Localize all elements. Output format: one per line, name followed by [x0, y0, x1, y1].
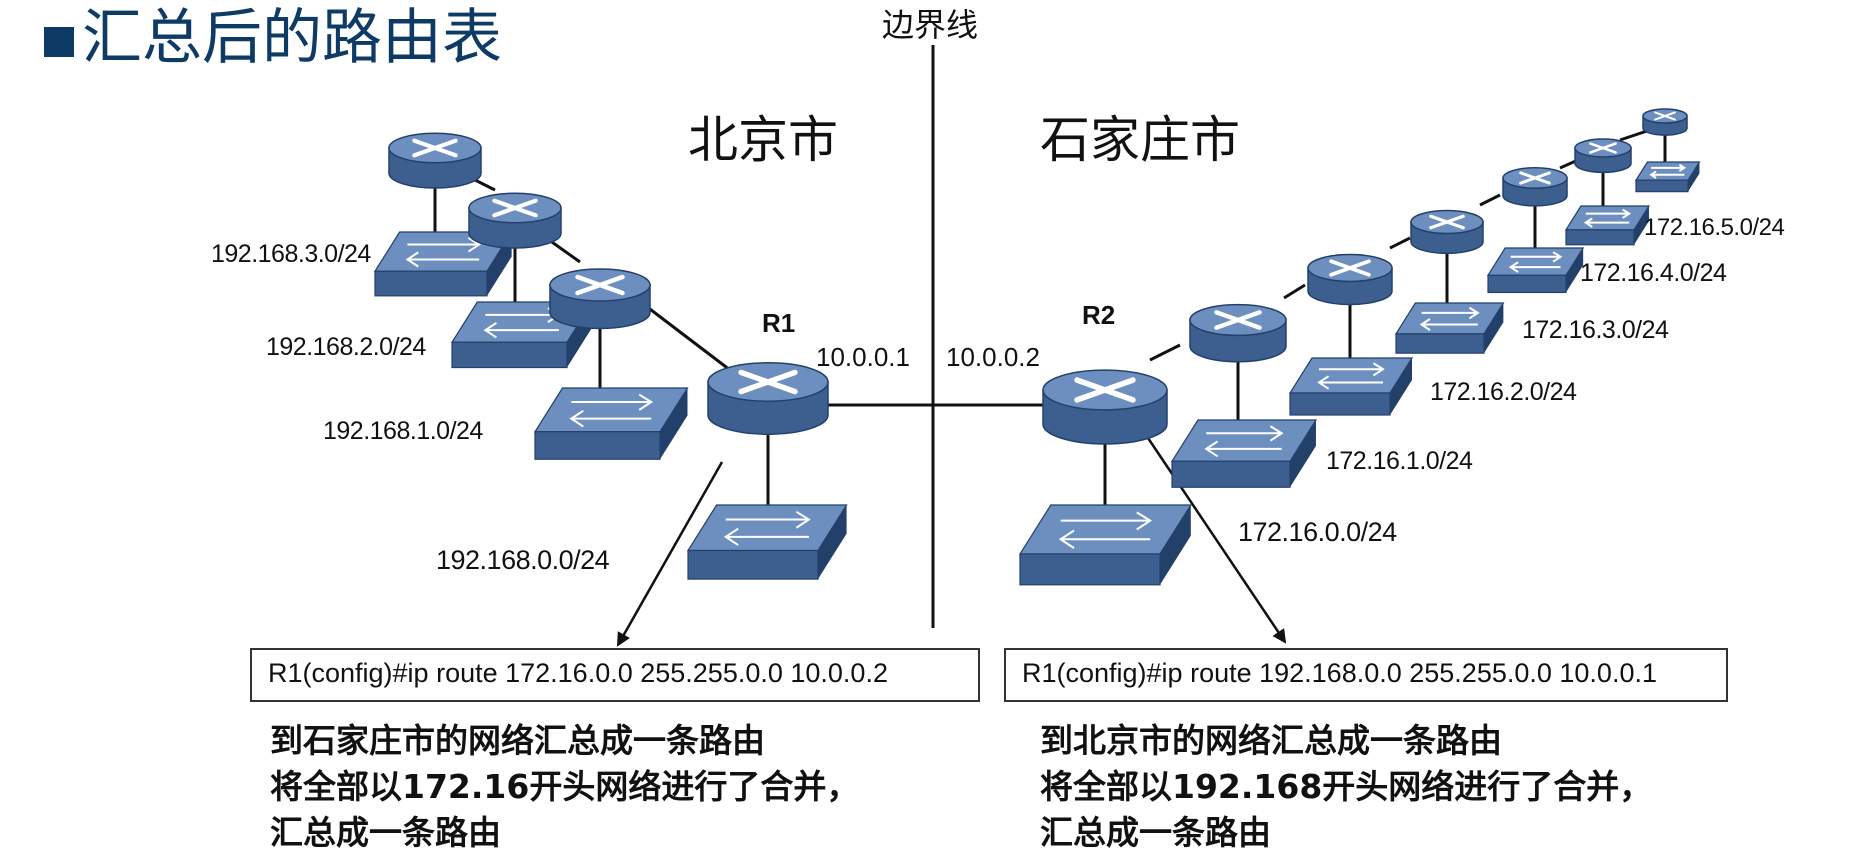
network-label: 172.16.0.0/24 — [1238, 517, 1397, 547]
slide-title: 汇总后的路由表 — [44, 8, 502, 68]
note-line: 汇总成一条路由 — [1040, 813, 1271, 852]
note-line: 到石家庄市的网络汇总成一条路由 — [270, 721, 765, 760]
command-box-right: R1(config)#ip route 192.168.0.0 255.255.… — [1004, 648, 1728, 702]
note-left: 到石家庄市的网络汇总成一条路由 将全部以172.16开头网络进行了合并， 汇总成… — [270, 718, 859, 856]
command-box-left: R1(config)#ip route 172.16.0.0 255.255.0… — [250, 648, 980, 702]
router — [1307, 253, 1393, 306]
switch — [1634, 161, 1701, 193]
network-label: 172.16.2.0/24 — [1430, 378, 1577, 406]
link-line — [1149, 343, 1181, 362]
router — [1642, 108, 1688, 136]
r1-label: R1 — [762, 308, 796, 338]
network-label: 192.168.1.0/24 — [323, 417, 483, 445]
switch — [1288, 357, 1414, 416]
network-label: 172.16.3.0/24 — [1522, 316, 1669, 344]
switch — [1018, 504, 1192, 586]
r1-ip-label: 10.0.0.1 — [816, 342, 910, 372]
link-line — [637, 298, 731, 372]
router-r2 — [1042, 369, 1168, 445]
router — [549, 268, 651, 330]
switch — [1564, 205, 1651, 246]
note-line: 到北京市的网络汇总成一条路由 — [1040, 721, 1502, 760]
router — [388, 132, 482, 189]
router-r1 — [707, 362, 829, 435]
note-right: 到北京市的网络汇总成一条路由 将全部以192.168开头网络进行了合并， 汇总成… — [1040, 718, 1652, 856]
region-right-label: 石家庄市 — [1040, 111, 1240, 169]
region-left-label: 北京市 — [688, 111, 838, 169]
title-bullet-icon — [44, 27, 74, 57]
switch — [1170, 419, 1318, 488]
r2-label: R2 — [1082, 300, 1116, 330]
router — [468, 192, 562, 249]
link-line — [1389, 236, 1411, 250]
switch — [533, 387, 689, 460]
router — [1410, 209, 1484, 255]
router — [1574, 138, 1632, 174]
router — [1189, 303, 1287, 363]
router — [1502, 167, 1568, 207]
network-label: 172.16.1.0/24 — [1326, 447, 1473, 475]
note-line: 将全部以192.168开头网络进行了合并， — [1040, 767, 1653, 806]
switch — [1394, 302, 1505, 354]
network-label: 192.168.2.0/24 — [266, 333, 426, 361]
network-label: 172.16.4.0/24 — [1580, 259, 1727, 287]
arrow-to-left-command — [616, 461, 724, 647]
note-line: 将全部以172.16开头网络进行了合并， — [270, 767, 860, 806]
link-line — [1479, 193, 1501, 207]
r2-ip-label: 10.0.0.2 — [946, 342, 1040, 372]
network-label: 172.16.5.0/24 — [1644, 214, 1785, 241]
switch — [686, 504, 848, 580]
arrow-to-right-command — [1146, 437, 1287, 644]
link-line — [1283, 283, 1306, 300]
network-label: 192.168.3.0/24 — [211, 240, 371, 268]
note-line: 汇总成一条路由 — [270, 813, 501, 852]
title-text: 汇总后的路由表 — [82, 3, 502, 73]
boundary-label: 边界线 — [882, 6, 979, 44]
switch — [1486, 247, 1585, 294]
network-label: 192.168.0.0/24 — [436, 545, 610, 575]
